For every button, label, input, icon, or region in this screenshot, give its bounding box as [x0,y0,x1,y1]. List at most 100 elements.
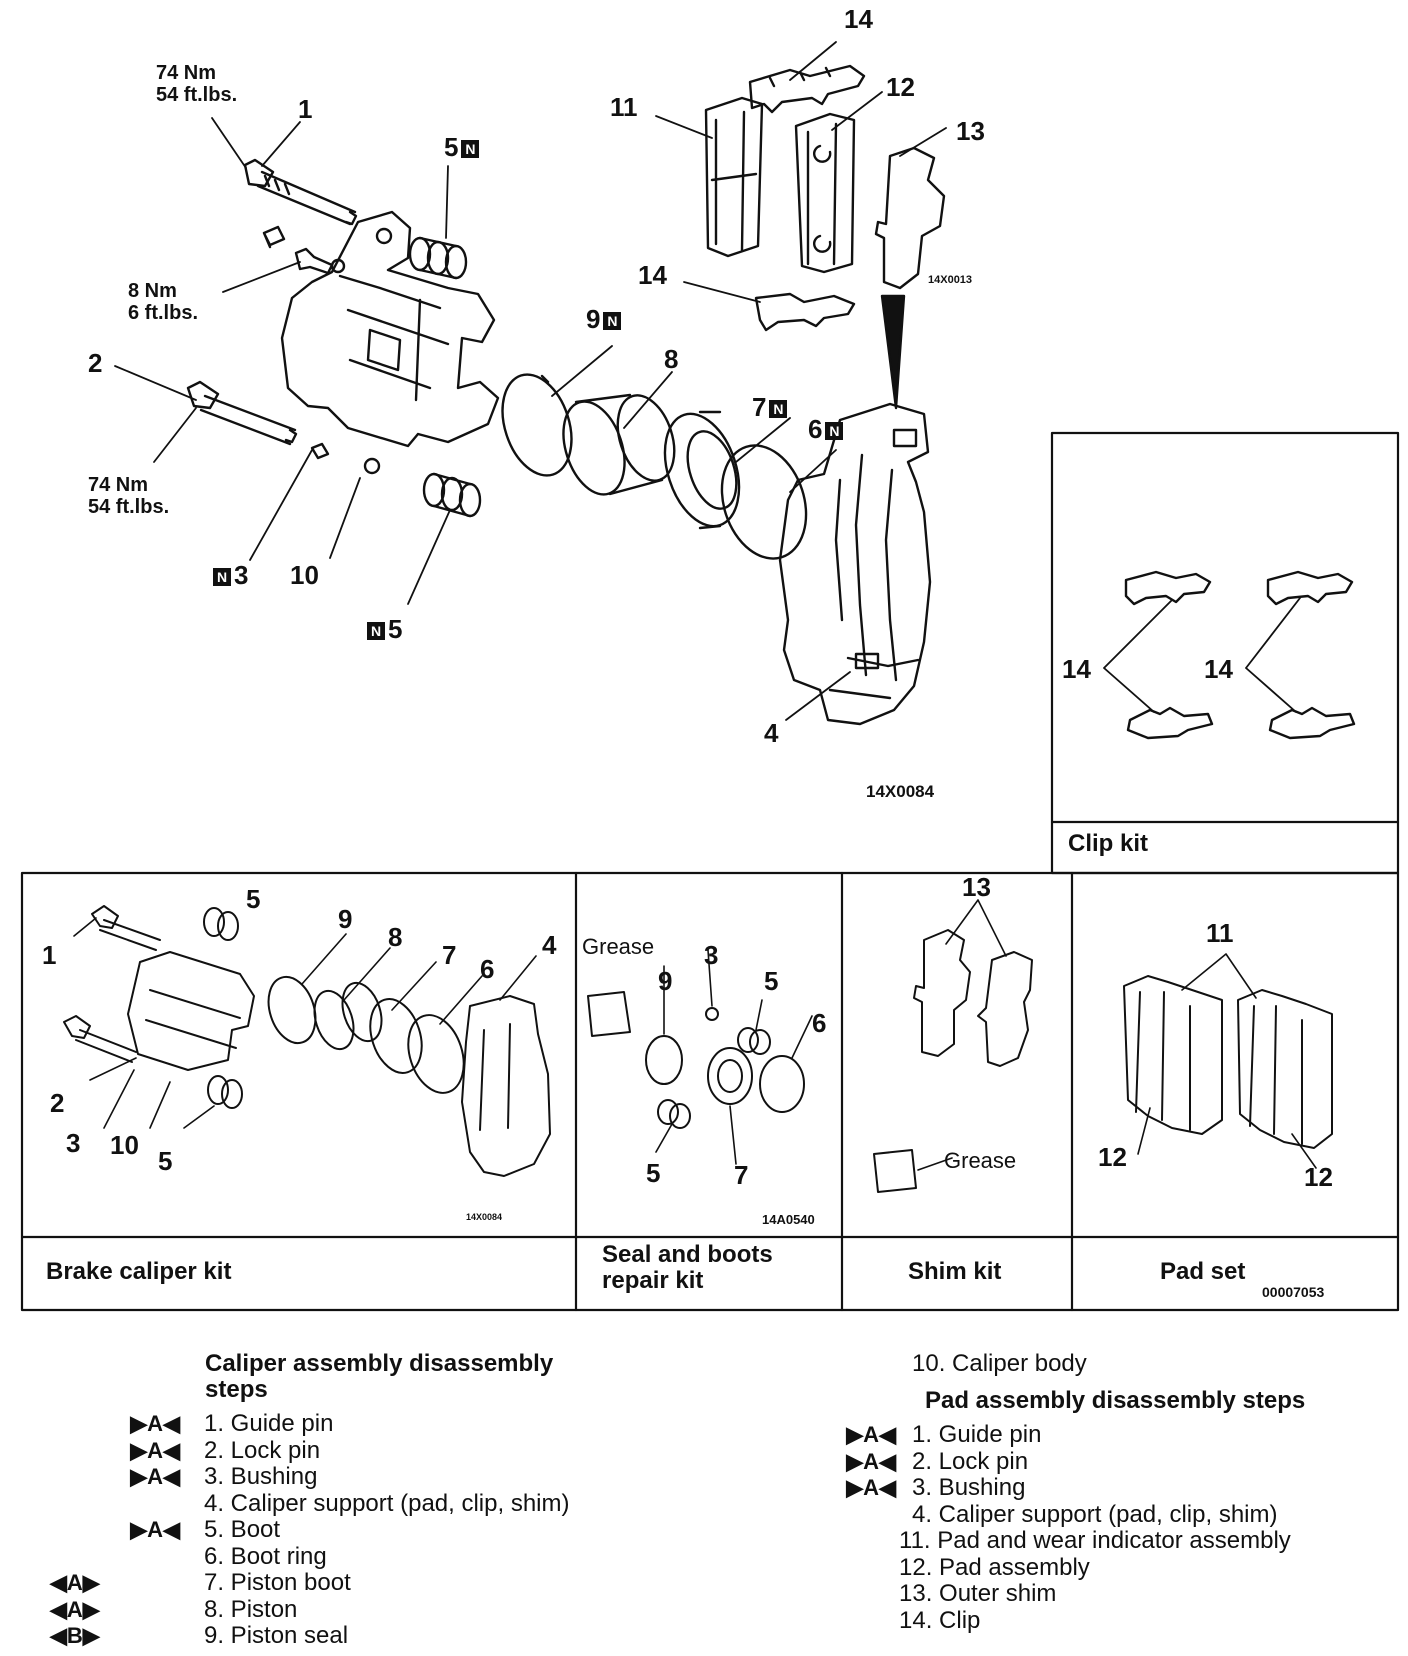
step-text: 8. Piston [204,1595,298,1623]
torque-lock-pin: 74 Nm 54 ft.lbs. [88,474,169,519]
bc-callout-2: 2 [50,1088,65,1118]
callout-4: 4 [764,718,779,748]
torque-ft: 54 ft.lbs. [88,496,170,519]
boot-upper-part [408,236,468,280]
service-marker-left: ◀A▶ [50,1596,100,1622]
pad-steps-heading: Pad assembly disassembly steps [925,1386,1306,1414]
bc-callout-6: 6 [480,954,495,984]
clip-kit-title: Clip kit [1068,830,1149,857]
figure-code-sheet: 00007053 [1262,1284,1325,1300]
service-marker-left [0,1491,112,1518]
pad-set-parts [1123,953,1333,1169]
seal-callout-6: 6 [812,1008,827,1038]
caliper-steps-list: Caliper assembly disassembly steps ▶A◀1.… [0,1351,569,1650]
pad-callout-12-left: 12 [1098,1142,1127,1172]
clip-lower-part [754,292,856,332]
callout-5-number: 5 [388,614,403,644]
clip-kit-parts [1103,570,1356,740]
new-part-marker: N [825,422,844,440]
figure-code-pad-detail: 14X0013 [928,274,973,286]
service-marker [112,1544,204,1571]
caliper-body-part [280,210,500,475]
seal-grease-label: Grease [582,934,655,959]
service-marker [822,1502,912,1529]
pad-step-item: 4. Caliper support (pad, clip, shim) [822,1501,1305,1529]
step-text: 1. Guide pin [204,1410,334,1437]
torque-nm: 74 Nm [88,474,149,496]
step-text: 3. Bushing [912,1474,1026,1501]
service-marker [112,1623,204,1650]
clip-kit-frame [1050,431,1400,875]
callout-13: 13 [956,116,985,146]
torque-guide-pin: 74 Nm 54 ft.lbs. [156,62,237,107]
callout-9-number: 9 [586,304,601,334]
caliper-steps-heading-line2: steps [205,1376,268,1403]
brake-caliper-kit-title: Brake caliper kit [46,1258,232,1285]
callout-6-number: 6 [808,414,823,444]
caliper-step-item: ▶A◀1. Guide pin [0,1410,569,1438]
shim-kit-parts [873,899,1033,1193]
step-text: 2. Lock pin [204,1436,321,1464]
piston-boot-part [663,410,741,530]
new-part-marker: N [603,312,622,330]
caliper-step-item: 6. Boot ring [0,1542,569,1571]
bushing-3-part [310,442,330,460]
new-part-marker: N [367,622,385,640]
pad-callout-12-right: 12 [1304,1162,1333,1192]
service-marker: ▶A◀ [846,1422,896,1447]
seal-callout-7: 7 [734,1160,749,1190]
callout-2: 2 [88,348,103,378]
step-text: 12. Pad assembly [899,1553,1090,1581]
pad-wear-indicator-part [704,96,764,258]
bc-callout-9: 9 [338,904,353,934]
caliper-step-item: ▶A◀3. Bushing [0,1463,569,1491]
step-text: 11. Pad and wear indicator assembly [899,1527,1291,1554]
step-text: 5. Boot [204,1516,281,1543]
boot-ring-part [720,444,808,560]
figure-code-main: 14X0084 [866,782,935,801]
caliper-step-item: ▶A◀5. Boot [0,1516,569,1544]
pad-step-item: ▶A◀2. Lock pin [822,1447,1305,1476]
service-marker [112,1570,204,1597]
pad-set-title: Pad set [1160,1258,1246,1285]
boot-lower-part [422,472,482,518]
seal-callout-3: 3 [704,940,719,970]
clip-kit-callout-14-left: 14 [1062,654,1091,684]
service-marker-left [0,1438,112,1465]
bc-callout-5-upper: 5 [246,884,261,914]
caliper-step-item: ▶A◀2. Lock pin [0,1436,569,1465]
bc-callout-4: 4 [542,930,557,960]
pad-step-item: ▶A◀1. Guide pin [822,1421,1305,1449]
step-text: 6. Boot ring [204,1542,327,1570]
service-marker: ▶A◀ [130,1464,180,1489]
pad-step-item: 14. Clip [822,1606,1305,1635]
lock-pin-part [186,380,298,446]
service-marker-left [0,1517,112,1544]
step-text: 14. Clip [899,1606,981,1634]
bushing-part [262,225,286,249]
pad-step-item: 12. Pad assembly [822,1553,1305,1582]
step-text: 2. Lock pin [912,1447,1029,1475]
callout-3-number: 3 [234,560,249,590]
bc-callout-1: 1 [42,940,57,970]
service-marker: ▶A◀ [846,1475,896,1500]
brake-caliper-kit-parts [63,905,551,1177]
pad-callout-11: 11 [1206,918,1234,948]
service-marker-left [0,1464,112,1491]
callout-7-number: 7 [752,392,767,422]
seal-callout-9: 9 [658,966,673,996]
callout-14-upper: 14 [844,4,873,34]
pad-steps-list: 10. Caliper body Pad assembly disassembl… [822,1350,1306,1635]
torque-nm: 74 Nm [156,62,217,84]
pad-assembly-part [794,112,856,274]
caliper-step-item: ◀B▶9. Piston seal [0,1622,569,1650]
caliper-step-item: ◀A▶ 8. Piston [0,1595,569,1624]
caliper-steps-items: ▶A◀1. Guide pin▶A◀2. Lock pin▶A◀3. Bushi… [0,1410,569,1650]
callout-5-number: 5 [444,132,459,162]
seal-kit-title-line1: Seal and boots [602,1241,773,1268]
callout-14-lower: 14 [638,260,667,290]
